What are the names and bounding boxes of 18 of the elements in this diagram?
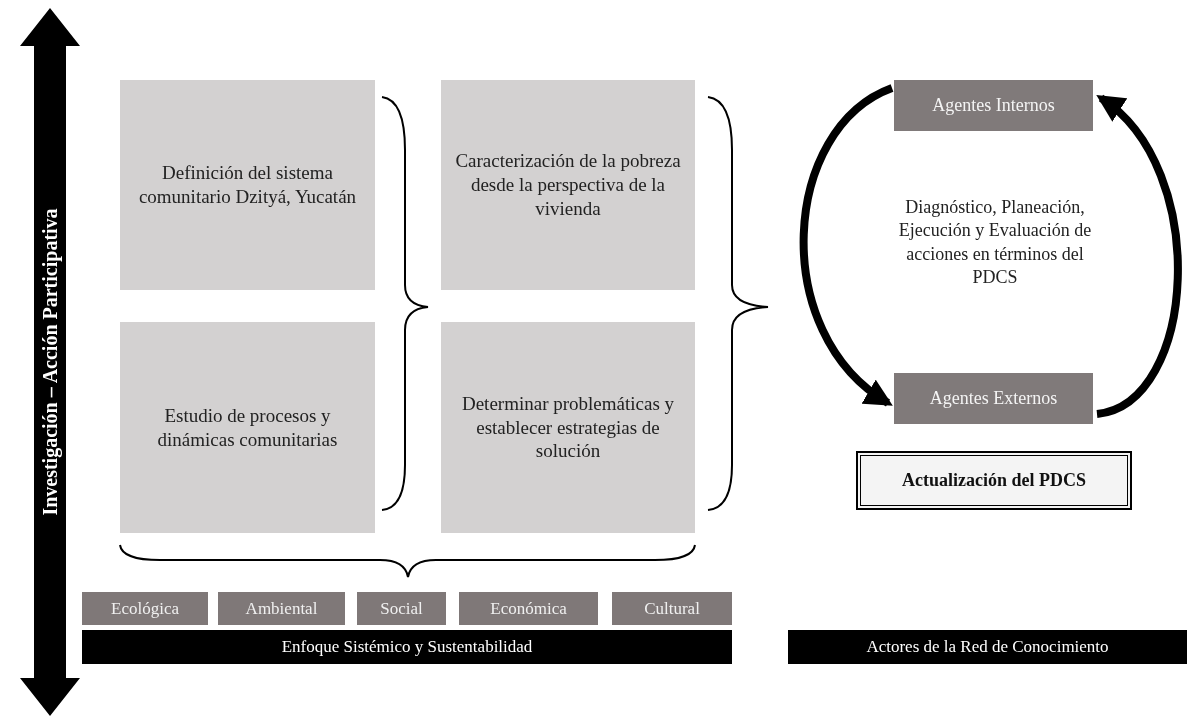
dimension-tag: Cultural [612, 592, 732, 625]
dimension-tag: Ambiental [218, 592, 345, 625]
update-box: Actualización del PDCS [857, 452, 1131, 509]
process-description: Diagnóstico, Planeación, Ejecución y Evaluación de acciones en términos del PDCS [897, 196, 1093, 290]
process-box: Estudio de procesos y dinámicas comunitarias [120, 322, 375, 533]
approach-bar: Enfoque Sistémico y Sustentabilidad [82, 630, 732, 664]
actors-bar: Actores de la Red de Conocimiento [788, 630, 1187, 664]
process-box: Caracterización de la pobreza desde la perspectiva de la vivienda [441, 80, 695, 290]
agent-box: Agentes Internos [894, 80, 1093, 131]
process-box: Definición del sistema comunitario Dzityá, Yucatán [120, 80, 375, 290]
dimension-tag: Social [357, 592, 446, 625]
dimension-tag: Económica [459, 592, 598, 625]
dimension-tag: Ecológica [82, 592, 208, 625]
curved-arrow [1095, 94, 1182, 418]
vertical-label: Investigación – Acción Participativa [38, 208, 62, 516]
agent-box: Agentes Externos [894, 373, 1093, 424]
process-box: Determinar problemáticas y establecer estrategias de solución [441, 322, 695, 533]
curved-arrow [799, 84, 894, 407]
